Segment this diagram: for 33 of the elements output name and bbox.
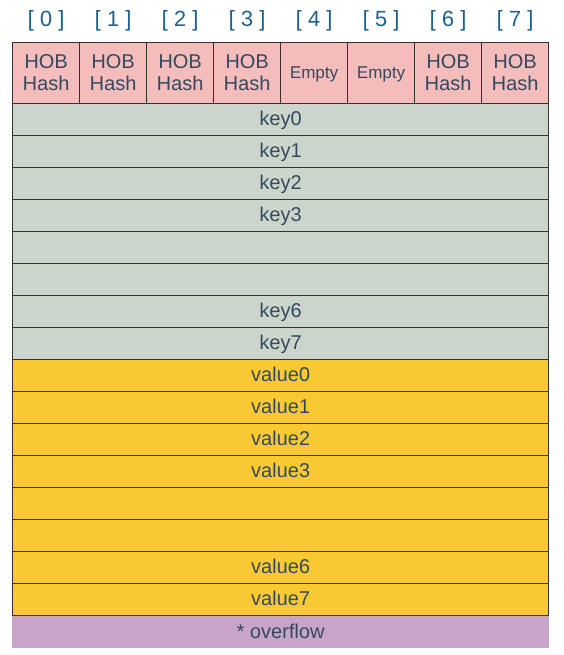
key-slot: key3 <box>12 199 549 232</box>
tophash-slot: Empty <box>347 42 415 104</box>
value-slot: value3 <box>12 455 549 488</box>
tophash-slot: Empty <box>280 42 348 104</box>
empty-value-slot <box>12 487 549 520</box>
value-slot: value1 <box>12 391 549 424</box>
tophash-slot: HOB Hash <box>481 42 549 104</box>
tophash-slot: HOB Hash <box>12 42 80 104</box>
key-slot: key1 <box>12 135 549 168</box>
key-slot: key7 <box>12 327 549 360</box>
key-slot: key0 <box>12 103 549 136</box>
empty-key-slot <box>12 231 549 264</box>
key-slot: key6 <box>12 295 549 328</box>
value-slot: value7 <box>12 583 549 616</box>
tophash-slot: HOB Hash <box>146 42 214 104</box>
slot-index-label: [ 7 ] <box>496 8 534 30</box>
slot-index-label: [ 5 ] <box>362 8 400 30</box>
value-slot: value2 <box>12 423 549 456</box>
empty-key-slot <box>12 263 549 296</box>
key-slot: key2 <box>12 167 549 200</box>
tophash-slot: HOB Hash <box>414 42 482 104</box>
value-slot: value0 <box>12 359 549 392</box>
slot-index-label: [ 2 ] <box>162 8 198 30</box>
slot-index-label: [ 3 ] <box>228 8 266 30</box>
tophash-slot: HOB Hash <box>79 42 147 104</box>
value-slot: value6 <box>12 551 549 584</box>
overflow-pointer-slot: * overflow <box>12 616 549 648</box>
empty-value-slot <box>12 519 549 552</box>
tophash-slot: HOB Hash <box>213 42 281 104</box>
slot-index-label: [ 4 ] <box>296 8 332 30</box>
slot-index-label: [ 1 ] <box>94 8 132 30</box>
slot-index-label: [ 0 ] <box>28 8 64 30</box>
slot-index-label: [ 6 ] <box>430 8 466 30</box>
